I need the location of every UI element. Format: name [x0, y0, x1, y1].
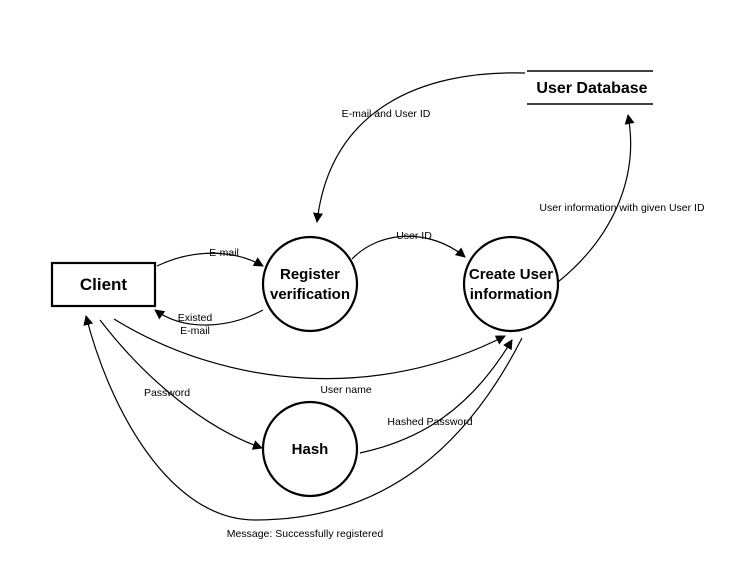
- create-label-line1: Create User: [469, 266, 553, 283]
- flow-email-edge: [156, 252, 264, 267]
- client-entity[interactable]: Client: [50, 261, 157, 308]
- hash-process[interactable]: Hash: [261, 400, 359, 498]
- register-label-line1: Register: [280, 266, 340, 283]
- flow-user-id-edge: [351, 235, 466, 260]
- flow-user-name-edge: [113, 318, 506, 380]
- flow-message-label: Message: Successfully registered: [227, 528, 384, 540]
- flow-user-info-edge: [557, 114, 635, 283]
- user-database-label: User Database: [536, 80, 647, 97]
- user-database-store[interactable]: User Database: [527, 70, 653, 105]
- register-verification-process[interactable]: Register verification: [261, 235, 359, 333]
- create-user-information-process[interactable]: Create User information: [462, 235, 560, 333]
- flow-hashed-password-edge: [359, 339, 513, 454]
- flow-email-user-id-label: E-mail and User ID: [342, 108, 431, 120]
- hash-label: Hash: [292, 441, 329, 458]
- flow-user-info-label: User information with given User ID: [539, 202, 705, 214]
- flow-existed-email-label-line2: E-mail: [180, 325, 210, 337]
- register-label-line2: verification: [270, 286, 350, 303]
- flow-hashed-password-label: Hashed Password: [387, 416, 472, 428]
- flow-user-name-label: User name: [320, 384, 372, 396]
- flow-email-user-id-edge: [313, 72, 526, 223]
- flow-existed-email-label-line1: Existed: [178, 312, 213, 324]
- flow-existed-email-edge: [154, 309, 264, 326]
- flow-password-edge: [99, 319, 263, 450]
- create-label-line2: information: [470, 286, 553, 303]
- flow-user-id-label: User ID: [396, 230, 432, 242]
- flow-password-label: Password: [144, 387, 190, 399]
- flow-email-label: E-mail: [209, 247, 239, 259]
- flow-message-edge: [83, 315, 523, 521]
- client-label: Client: [80, 275, 128, 294]
